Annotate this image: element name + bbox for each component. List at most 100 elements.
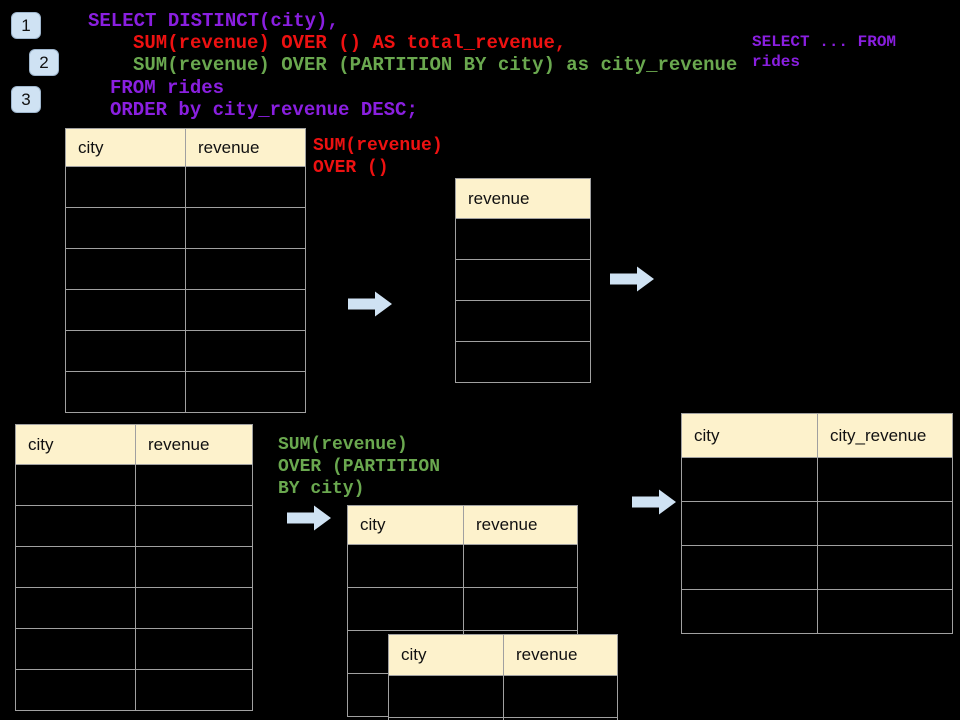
sql-line-total-revenue: SUM(revenue) OVER () AS total_revenue,: [133, 32, 567, 54]
column-header-city: city: [681, 413, 818, 458]
table-row: [65, 207, 306, 249]
table-row: [681, 457, 953, 502]
empty-cell: [65, 166, 186, 208]
right-arrow-icon: [348, 291, 392, 317]
table-row: [347, 544, 578, 588]
sql-line-from: FROM rides: [110, 77, 225, 99]
table-row: [65, 248, 306, 290]
empty-cell: [347, 544, 464, 588]
empty-cell: [817, 589, 953, 634]
table-row: [65, 289, 306, 331]
table-row: [65, 166, 306, 208]
empty-cell: [455, 300, 591, 342]
empty-cell: [347, 587, 464, 631]
column-header-revenue: revenue: [463, 505, 578, 545]
empty-cell: [185, 371, 306, 413]
empty-cell: [65, 248, 186, 290]
column-header-revenue: revenue: [135, 424, 253, 465]
empty-cell: [65, 289, 186, 331]
total-revenue-label: SUM(revenue) OVER (): [313, 136, 443, 178]
empty-cell: [681, 501, 818, 546]
empty-cell: [503, 717, 618, 720]
table-row: [15, 464, 253, 506]
city-revenue-label: SUM(revenue) OVER (PARTITION BY city): [278, 435, 441, 499]
empty-cell: [388, 675, 504, 718]
sql-line-city-revenue: SUM(revenue) OVER (PARTITION BY city) as…: [133, 54, 738, 76]
empty-cell: [455, 341, 591, 383]
column-header-revenue: revenue: [503, 634, 618, 676]
empty-cell: [135, 628, 253, 670]
column-header-city: city: [65, 128, 186, 167]
empty-cell: [185, 289, 306, 331]
table-row: [15, 546, 253, 588]
empty-cell: [135, 669, 253, 711]
empty-cell: [681, 545, 818, 590]
empty-cell: [15, 587, 136, 629]
right-arrow-icon: [287, 505, 331, 531]
empty-cell: [135, 587, 253, 629]
table-row: [455, 300, 591, 342]
right-arrow-icon: [632, 489, 676, 515]
empty-cell: [463, 587, 578, 631]
empty-cell: [15, 546, 136, 588]
empty-cell: [65, 207, 186, 249]
empty-cell: [817, 545, 953, 590]
column-header-city: city: [388, 634, 504, 676]
table-row: [347, 587, 578, 631]
step-badge-3: 3: [11, 86, 41, 113]
empty-cell: [65, 330, 186, 372]
empty-cell: [135, 546, 253, 588]
table-row: [681, 589, 953, 634]
empty-cell: [65, 371, 186, 413]
select-from-rides-note: SELECT ... FROM rides: [752, 33, 897, 71]
total-revenue-result-table: revenue: [455, 178, 591, 383]
right-arrow-icon: [610, 266, 654, 292]
column-header-city: city: [15, 424, 136, 465]
empty-cell: [15, 464, 136, 506]
empty-cell: [185, 207, 306, 249]
table-row: [15, 587, 253, 629]
table-row: [455, 341, 591, 383]
empty-cell: [185, 166, 306, 208]
empty-cell: [185, 248, 306, 290]
empty-cell: [503, 675, 618, 718]
table-header-row: revenue: [455, 178, 591, 219]
table-row: [455, 218, 591, 260]
sql-line-order-by: ORDER by city_revenue DESC;: [110, 99, 418, 121]
empty-cell: [455, 218, 591, 260]
empty-cell: [817, 501, 953, 546]
table-row: [388, 675, 618, 718]
empty-cell: [817, 457, 953, 502]
column-header-revenue: revenue: [455, 178, 591, 219]
table-row: [15, 669, 253, 711]
sql-line-select: SELECT DISTINCT(city),: [88, 10, 339, 32]
empty-cell: [463, 544, 578, 588]
empty-cell: [681, 589, 818, 634]
empty-cell: [15, 669, 136, 711]
table-row: [15, 505, 253, 547]
empty-cell: [135, 464, 253, 506]
table-row: [455, 259, 591, 301]
empty-cell: [15, 628, 136, 670]
step-badge-2: 2: [29, 49, 59, 76]
empty-cell: [681, 457, 818, 502]
table-row: [65, 371, 306, 413]
step-badge-1: 1: [11, 12, 41, 39]
empty-cell: [455, 259, 591, 301]
table-row: [65, 330, 306, 372]
table-row: [388, 717, 618, 720]
table-row: [15, 628, 253, 670]
empty-cell: [135, 505, 253, 547]
column-header-city_revenue: city_revenue: [817, 413, 953, 458]
column-header-revenue: revenue: [185, 128, 306, 167]
table-row: [681, 501, 953, 546]
